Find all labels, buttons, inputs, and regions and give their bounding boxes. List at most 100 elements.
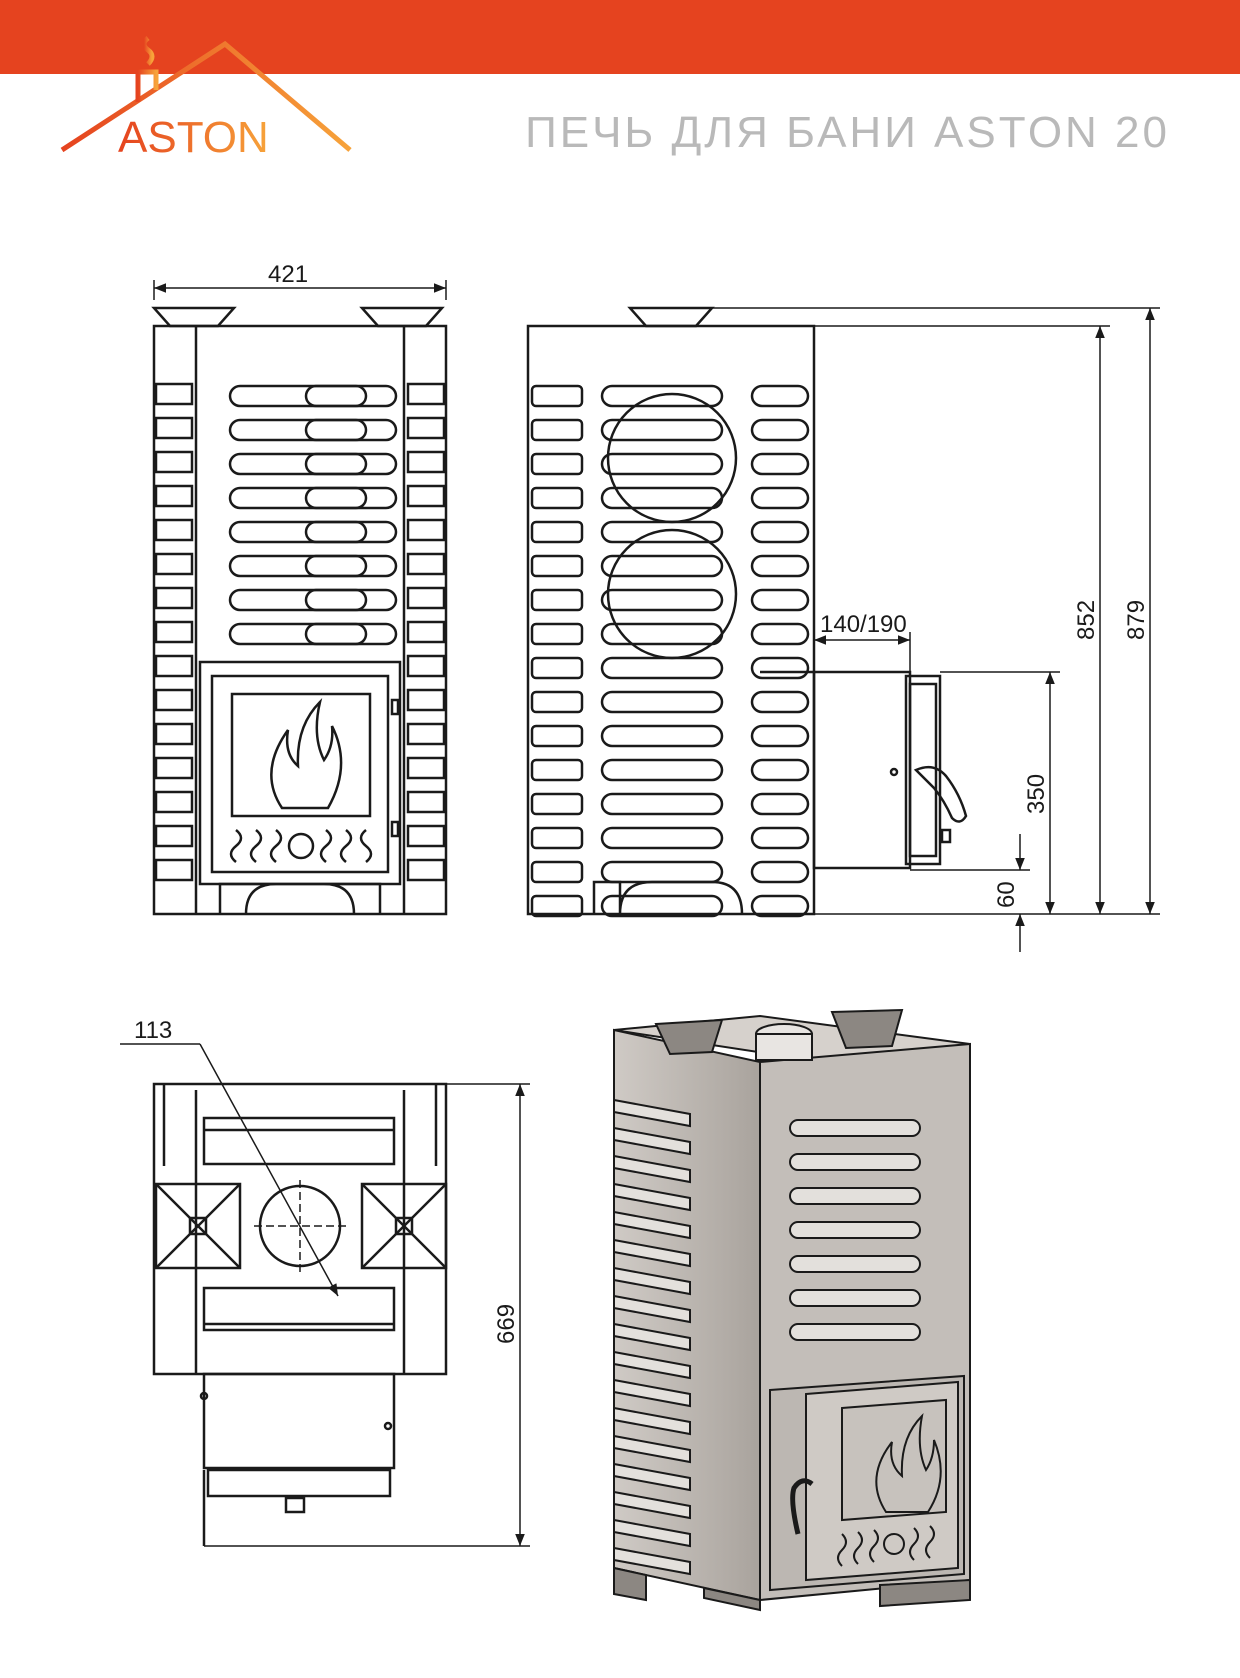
house-roof-logo-icon (60, 36, 352, 153)
door-handle (913, 765, 968, 823)
side-slot (750, 758, 810, 782)
side-slot (750, 792, 810, 816)
side-slats (154, 382, 446, 882)
slat-right (406, 484, 446, 508)
dim-door-height-label: 350 (1023, 774, 1050, 814)
side-slot (600, 826, 724, 850)
slat-left (154, 586, 194, 610)
iso-slot (789, 1289, 921, 1307)
dim-chimney-label: 113 (134, 1017, 172, 1044)
slat-left (154, 518, 194, 542)
side-slot (600, 758, 724, 782)
brand-name: ASTON (118, 113, 269, 162)
slat-right (406, 722, 446, 746)
slat-right (406, 688, 446, 712)
front-slot (304, 622, 398, 646)
stone-tray-top-right (360, 1182, 448, 1270)
iso-slat (613, 1378, 691, 1408)
side-slot (530, 418, 584, 442)
side-slot (600, 486, 724, 510)
iso-slot (789, 1187, 921, 1205)
side-slot (750, 486, 810, 510)
side-slot (600, 860, 724, 884)
slat-right (406, 620, 446, 644)
side-slot (530, 486, 584, 510)
side-slots (530, 384, 810, 918)
side-slot (750, 724, 810, 748)
side-slot (530, 690, 584, 714)
side-slot (530, 656, 584, 680)
side-slot (600, 656, 724, 680)
iso-slat (613, 1518, 691, 1548)
flame-icon (270, 698, 343, 810)
slat-right (406, 518, 446, 542)
side-slot (600, 452, 724, 476)
side-slot (530, 520, 584, 544)
slat-right (406, 858, 446, 882)
front-slot (228, 554, 368, 578)
iso-slat (613, 1098, 691, 1128)
iso-slat (613, 1294, 691, 1324)
slat-left (154, 450, 194, 474)
slat-left (154, 722, 194, 746)
slat-right (406, 586, 446, 610)
slat-left (154, 756, 194, 780)
side-slot (530, 758, 584, 782)
iso-front-slots (789, 1119, 921, 1341)
stone-tray-top-left (154, 1182, 242, 1270)
slat-left (154, 688, 194, 712)
iso-slot (789, 1221, 921, 1239)
dim-firebox-extension-label: 140/190 (820, 611, 907, 638)
top-accent-bar (0, 0, 1240, 74)
iso-slat (613, 1434, 691, 1464)
side-slot (600, 384, 724, 408)
slat-left (154, 790, 194, 814)
iso-slat (613, 1490, 691, 1520)
side-slot (530, 894, 584, 918)
slat-right (406, 790, 446, 814)
side-slot (600, 418, 724, 442)
front-slot (228, 384, 368, 408)
side-slot (750, 894, 810, 918)
side-slot (750, 418, 810, 442)
iso-slot (789, 1153, 921, 1171)
isometric-view (613, 1008, 971, 1612)
front-slot (304, 418, 398, 442)
iso-slat (613, 1210, 691, 1240)
front-slot (304, 520, 398, 544)
front-view (151, 306, 448, 916)
dim-width-label: 421 (268, 261, 308, 288)
side-slot (600, 690, 724, 714)
side-slot (750, 520, 810, 544)
front-slot (228, 418, 368, 442)
side-slot (530, 792, 584, 816)
iso-slat (613, 1126, 691, 1156)
side-slot (750, 860, 810, 884)
front-slot (304, 554, 398, 578)
slat-left (154, 858, 194, 882)
side-slot (750, 826, 810, 850)
side-body (526, 324, 816, 916)
front-slot (228, 520, 368, 544)
slat-right (406, 382, 446, 406)
front-slot (304, 452, 398, 476)
front-slot (228, 452, 368, 476)
dim-door-offset-label: 60 (993, 881, 1020, 908)
iso-slat (613, 1266, 691, 1296)
front-slot (228, 588, 368, 612)
side-slot (600, 588, 724, 612)
side-slot (750, 554, 810, 578)
front-slot (228, 622, 368, 646)
side-slot (600, 554, 724, 578)
side-slot (530, 554, 584, 578)
slat-right (406, 416, 446, 440)
iso-slat (613, 1182, 691, 1212)
side-slot (530, 724, 584, 748)
side-slot (530, 452, 584, 476)
side-slot (600, 622, 724, 646)
slat-right (406, 552, 446, 576)
stone-tray-side (627, 306, 715, 328)
page-title: ПЕЧЬ ДЛЯ БАНИ ASTON 20 (525, 108, 1170, 157)
front-body (152, 324, 448, 916)
slat-right (406, 824, 446, 848)
